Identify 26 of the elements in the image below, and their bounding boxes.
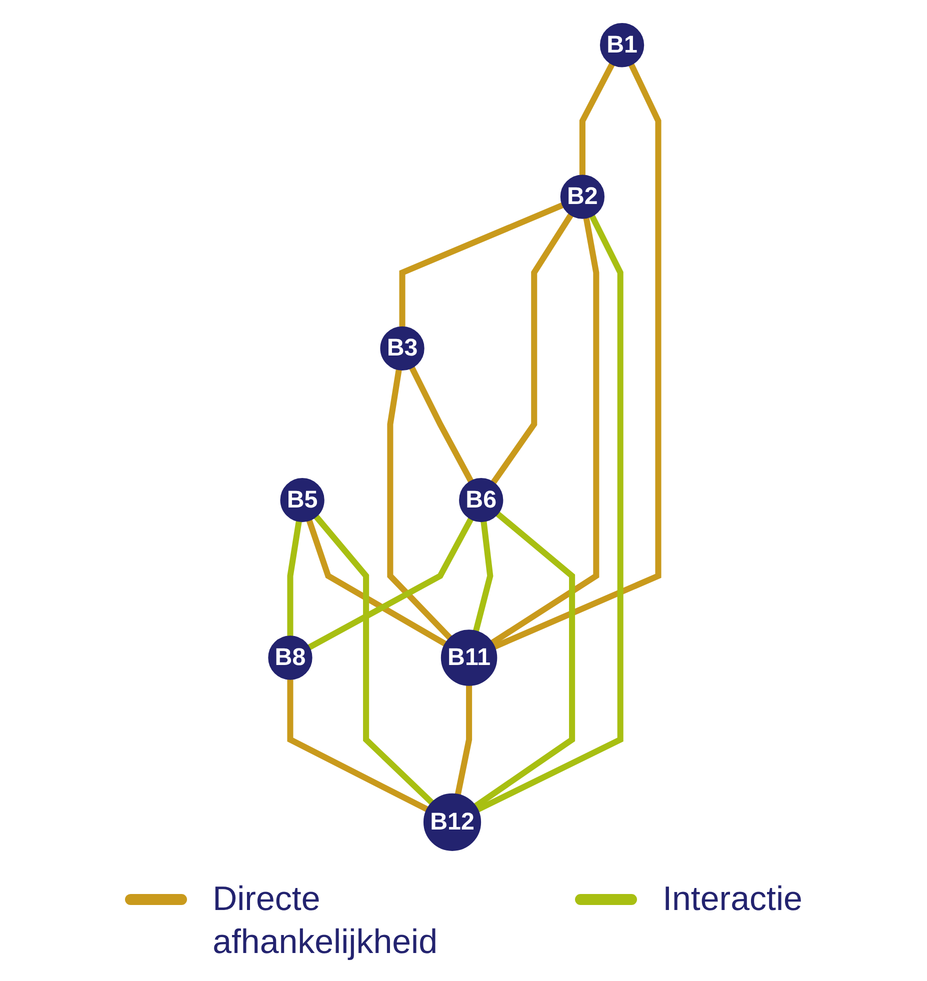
legend-label: Directe afhankelijkheid — [212, 879, 438, 962]
connector — [579, 62, 615, 176]
connector — [490, 217, 600, 646]
connector — [474, 512, 576, 809]
connector — [409, 366, 474, 483]
connector — [493, 63, 662, 650]
connector — [314, 514, 434, 805]
connector — [287, 520, 302, 636]
node-circle: B8 — [268, 636, 312, 680]
node-circle: B5 — [280, 478, 324, 522]
connector — [399, 202, 564, 327]
node-circle: B6 — [459, 478, 504, 522]
connector — [287, 679, 428, 812]
connector — [454, 685, 472, 796]
connector — [306, 519, 447, 647]
legend-label: Interactie — [662, 879, 802, 920]
connector — [473, 521, 494, 632]
connector — [387, 369, 452, 640]
node-circle: B11 — [440, 630, 498, 686]
connector — [476, 214, 624, 812]
node-circle: B1 — [600, 23, 644, 68]
node-circle: B3 — [380, 326, 424, 370]
node-circle: B12 — [423, 793, 482, 851]
connector — [490, 213, 574, 484]
connector — [308, 518, 474, 650]
node-circle: B2 — [560, 174, 605, 219]
